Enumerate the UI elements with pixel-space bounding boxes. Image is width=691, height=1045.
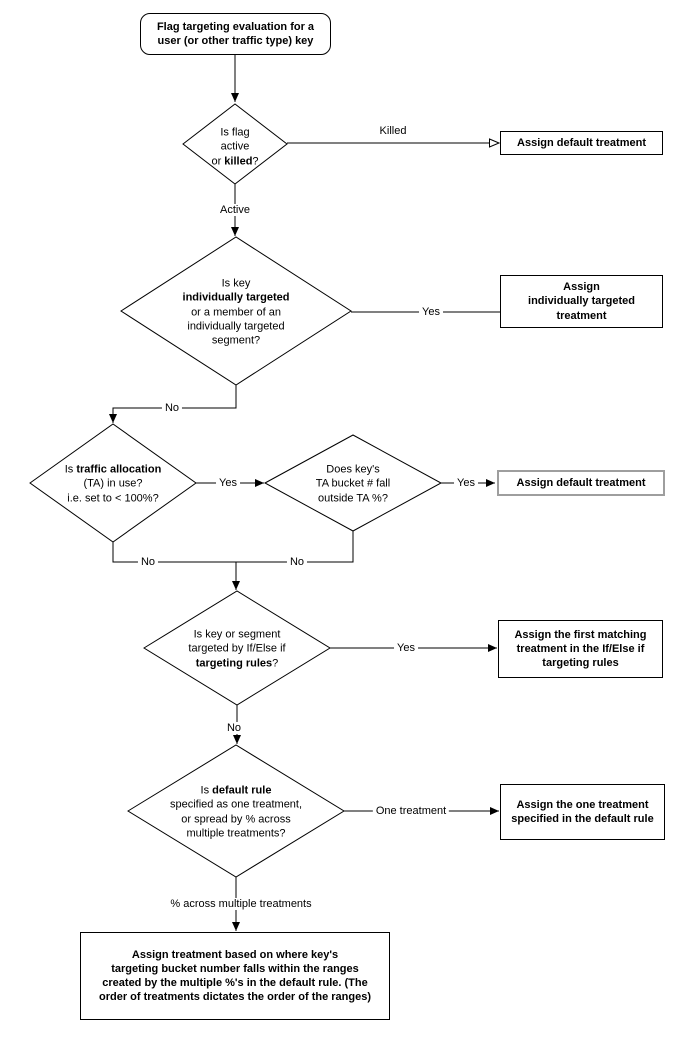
edge-label-no-individual: No	[161, 402, 183, 414]
decision-default-rule-label: Is default rule specified as one treatme…	[169, 784, 303, 840]
terminal-individually-targeted-treatment-label: Assign individually targeted treatment	[528, 281, 635, 322]
edge-label-yes-rules: Yes	[394, 642, 418, 654]
edge-label-no-bucket: No	[286, 556, 308, 568]
edge-label-killed: Killed	[376, 125, 410, 137]
edge-label-active: Active	[217, 204, 253, 216]
terminal-first-matching-treatment: Assign the first matching treatment in t…	[498, 620, 663, 678]
terminal-default-treatment-ta-label: Assign default treatment	[516, 476, 646, 489]
terminal-percentage-ranges: Assign treatment based on where key's ta…	[80, 932, 390, 1020]
edge-label-yes-bucket: Yes	[454, 477, 478, 489]
decision-flag-active-shape	[182, 103, 288, 185]
terminal-default-treatment-ta: Assign default treatment	[497, 470, 665, 496]
decision-ta-bucket-label: Does key's TA bucket # fall outside TA %…	[315, 463, 391, 505]
edge-label-no-ta: No	[137, 556, 159, 568]
edge-label-yes-individual: Yes	[419, 306, 443, 318]
start-node-label: Flag targeting evaluation for a user (or…	[156, 20, 315, 47]
edge-no-from-ta-bucket	[236, 531, 354, 563]
edge-label-no-rules: No	[223, 722, 245, 734]
decision-flag-active-label: Is flag active or killed?	[211, 126, 259, 168]
terminal-individually-targeted-treatment: Assign individually targeted treatment	[500, 275, 663, 328]
decision-traffic-allocation-label: Is traffic allocation (TA) in use? i.e. …	[64, 463, 162, 505]
edge-label-yes-ta: Yes	[216, 477, 240, 489]
start-node: Flag targeting evaluation for a user (or…	[140, 13, 331, 55]
edge-label-one-treatment: One treatment	[372, 805, 450, 817]
terminal-percentage-ranges-label: Assign treatment based on where key's ta…	[99, 948, 371, 1004]
edge-label-percent-across: % across multiple treatments	[167, 898, 315, 910]
decision-individually-targeted-shape	[120, 236, 352, 386]
terminal-one-treatment-label: Assign the one treatment specified in th…	[511, 798, 654, 825]
terminal-default-treatment-killed-label: Assign default treatment	[517, 136, 646, 149]
decision-individually-targeted-label: Is key individually targeted or a member…	[182, 277, 290, 347]
terminal-one-treatment: Assign the one treatment specified in th…	[500, 784, 665, 840]
terminal-default-treatment-killed: Assign default treatment	[500, 131, 663, 155]
terminal-first-matching-treatment-label: Assign the first matching treatment in t…	[514, 628, 647, 670]
decision-targeting-rules-label: Is key or segment targeted by If/Else if…	[188, 628, 286, 670]
edge-no-from-traffic-allocation	[112, 542, 236, 563]
